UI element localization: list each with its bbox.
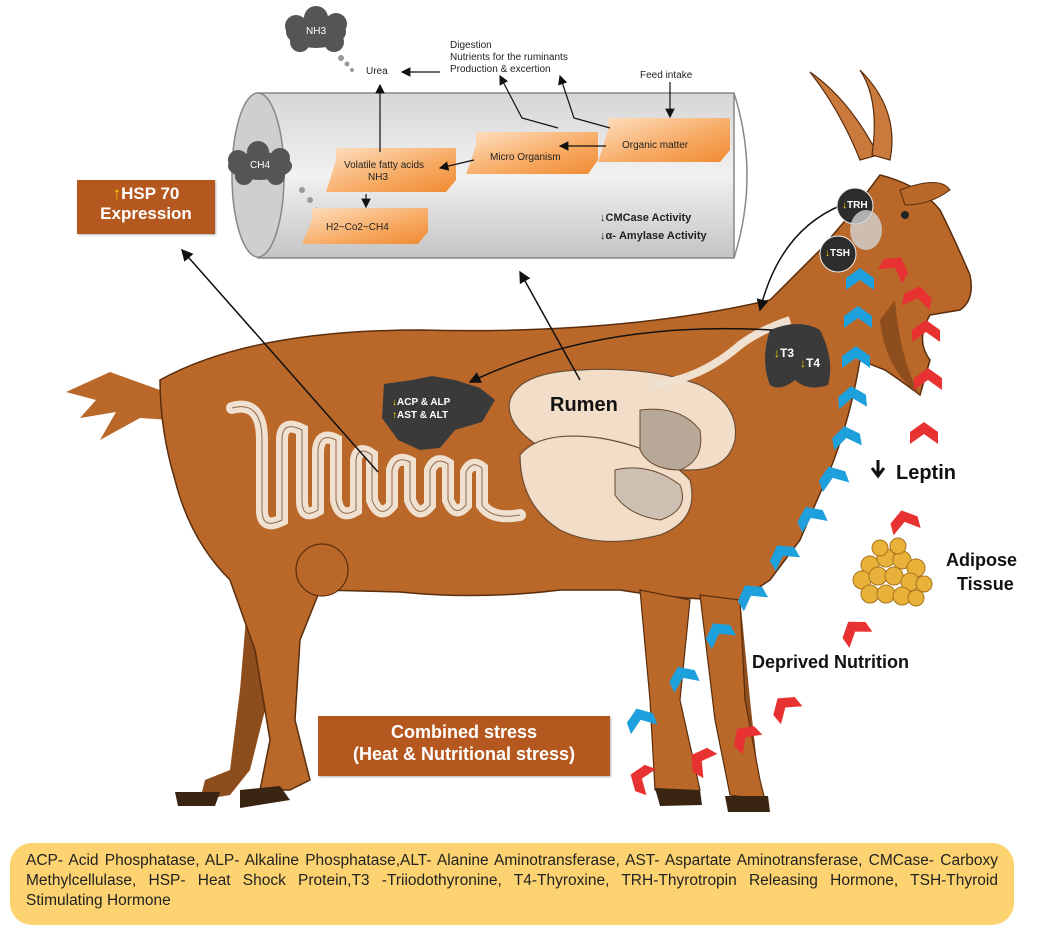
combined-stress-box: Combined stress (Heat & Nutritional stre… [318, 716, 610, 776]
organic-matter-label: Organic matter [622, 140, 688, 152]
micro-organism-label: Micro Organism [490, 152, 561, 164]
vfa-label: Volatile fatty acids [344, 160, 424, 172]
urea-label: Urea [366, 66, 388, 78]
abbreviation-legend: ACP- Acid Phosphatase, ALP- Alkaline Pho… [10, 843, 1014, 925]
liver-label-1: ↓ACP & ALP [392, 397, 450, 408]
t4-label: ↓T4 [800, 356, 820, 370]
nh3-label: NH3 [306, 26, 326, 38]
leptin-label: Leptin [896, 462, 956, 485]
tsh-label: ↓TSH [825, 248, 850, 259]
adipose-label-2: Tissue [957, 574, 1014, 595]
digestion-line-2: Nutrients for the ruminants [450, 52, 568, 64]
vfa-nh3-label: NH3 [368, 172, 388, 184]
t3-label: ↓T3 [774, 346, 794, 360]
rumen-label: Rumen [550, 394, 618, 417]
liver-label-2: ↑AST & ALT [392, 410, 448, 421]
ch4-label: CH4 [250, 160, 270, 172]
adipose-label-1: Adipose [946, 550, 1017, 571]
gases-label: H2~Co2~CH4 [326, 222, 389, 234]
adipose-tissue-image [853, 538, 932, 606]
feed-intake-label: Feed intake [640, 70, 692, 82]
leptin-down-icon [872, 460, 884, 476]
cmcase-label: ↓CMCase Activity [600, 212, 691, 225]
up-arrow-icon: ↑ [113, 184, 122, 203]
trh-label: ↓TRH [842, 200, 868, 211]
deprived-nutrition-label: Deprived Nutrition [752, 652, 909, 673]
digestion-line-1: Digestion [450, 40, 492, 52]
hsp-expression-box: ↑HSP 70 Expression [77, 180, 215, 234]
nh3-cloud [285, 6, 354, 72]
digestion-line-3: Production & excertion [450, 64, 551, 76]
amylase-label: ↓α- Amylase Activity [600, 230, 707, 243]
